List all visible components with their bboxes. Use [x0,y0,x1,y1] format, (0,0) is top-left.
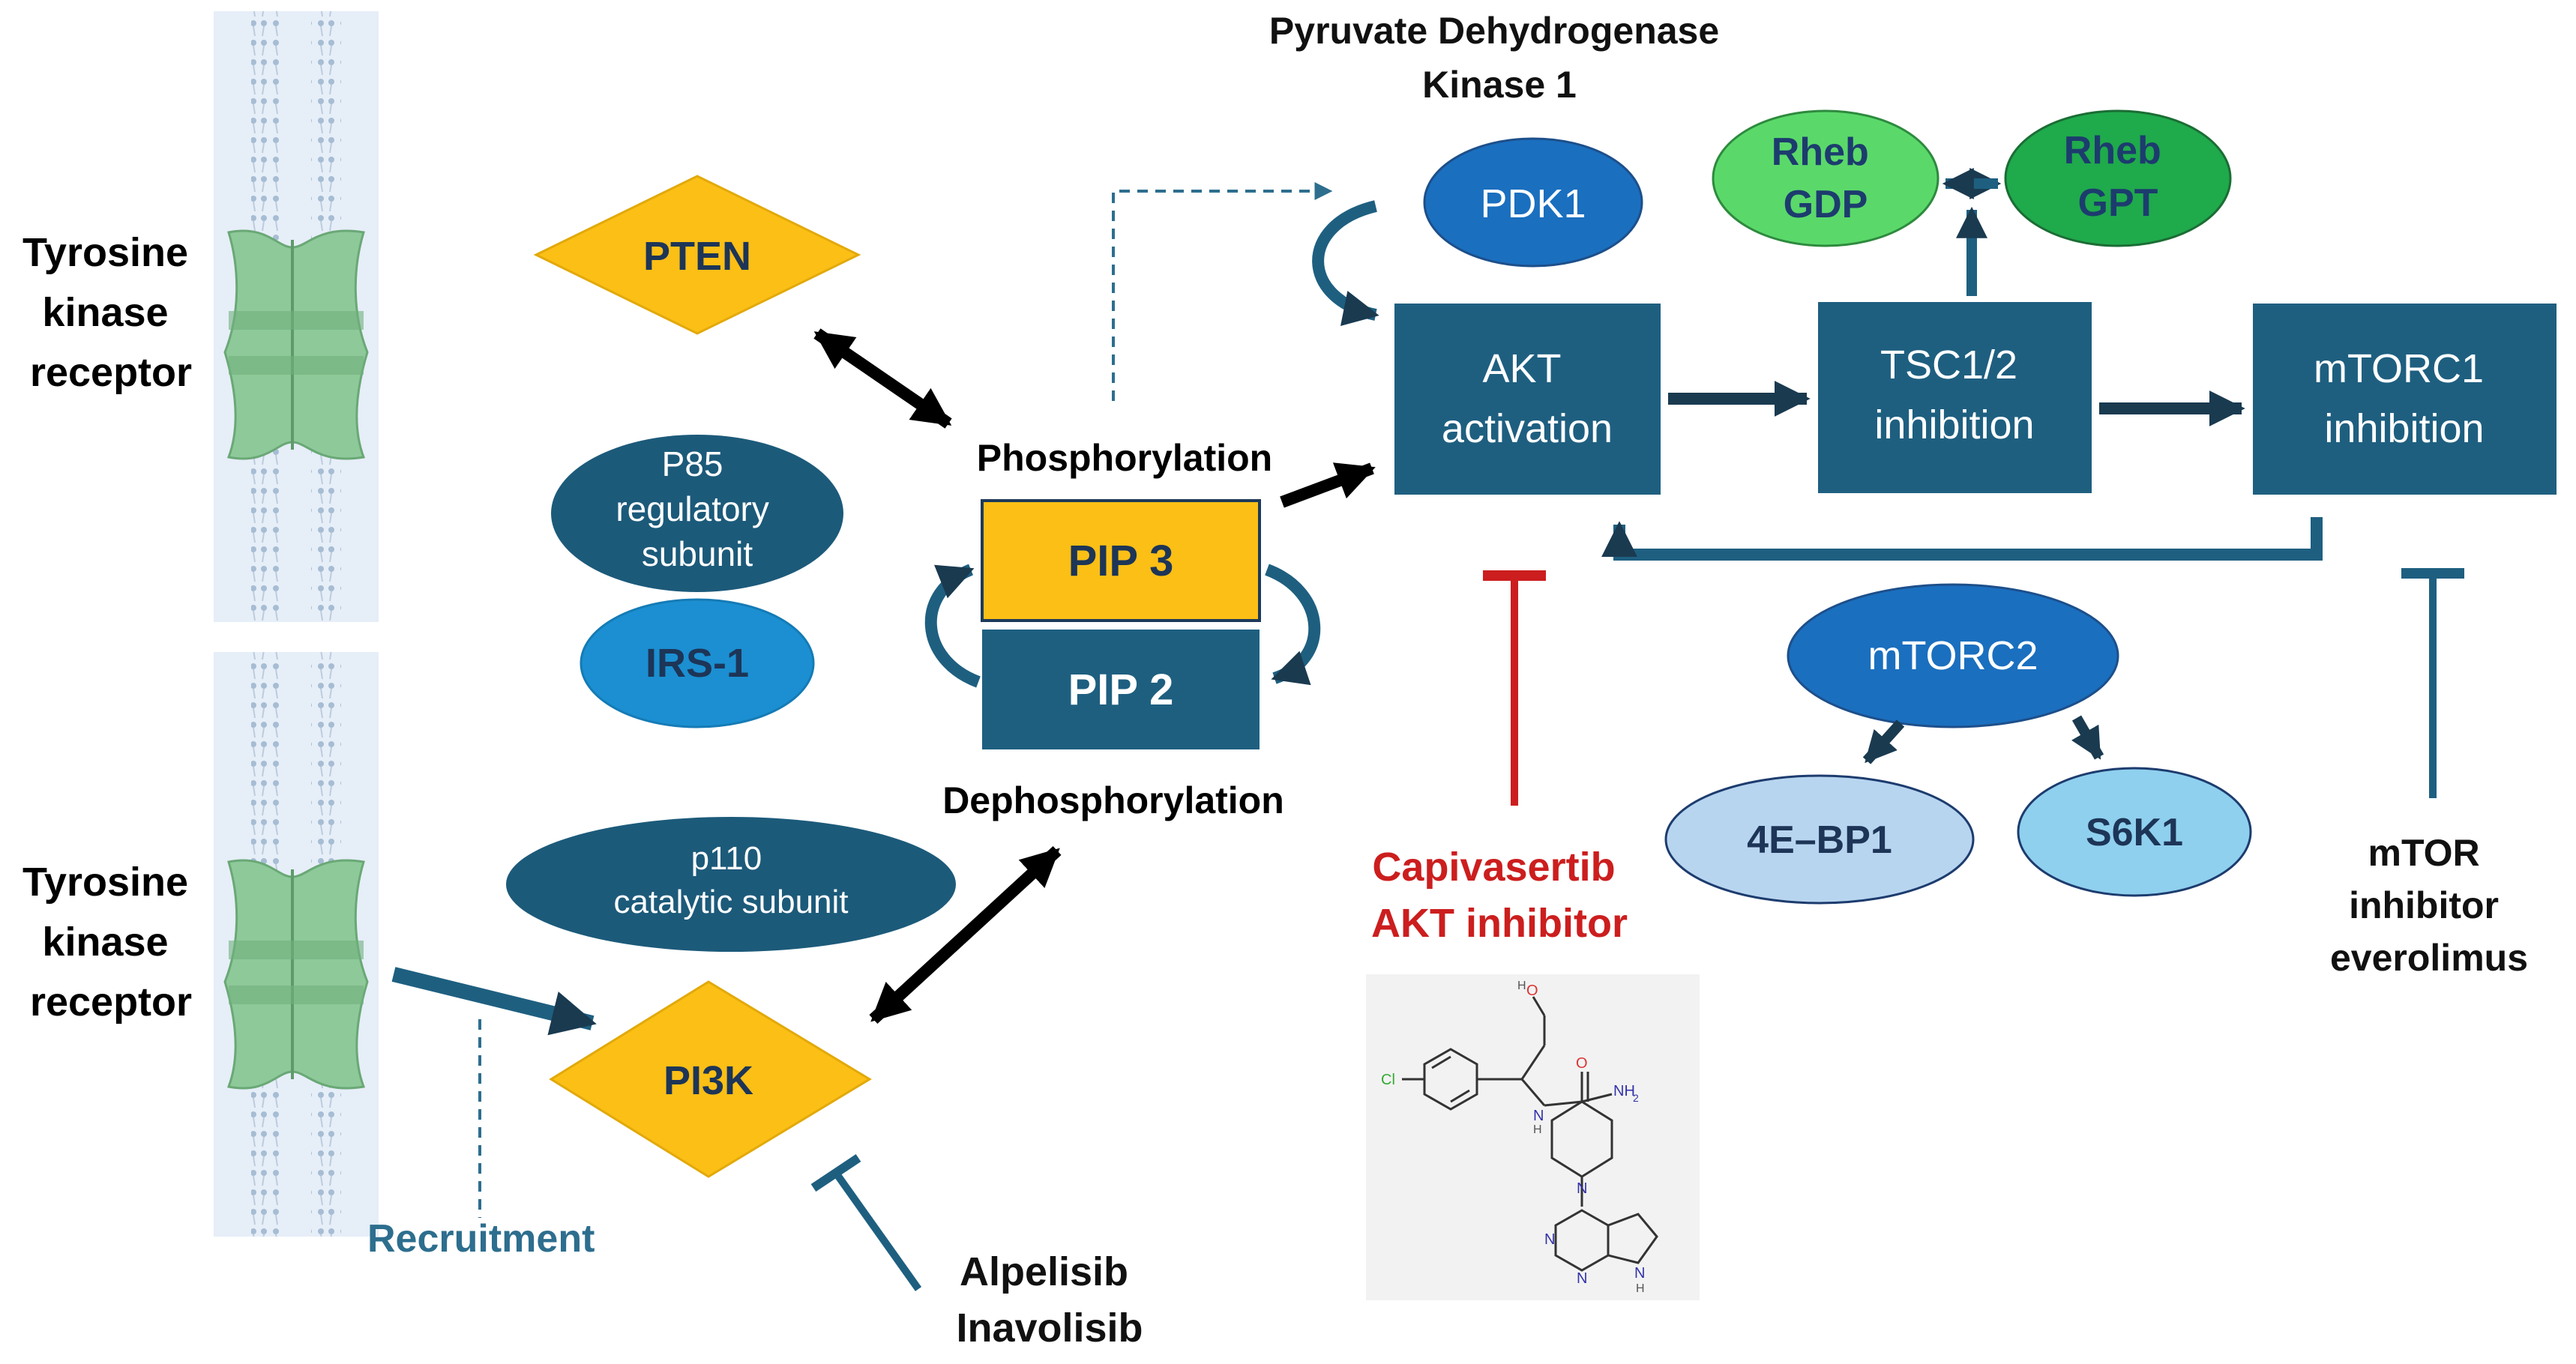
pip3-label: PIP 3 [1068,537,1174,585]
rheb-gdp-ellipse [1712,109,1939,247]
svg-text:O: O [1576,1055,1588,1072]
pi3k-label: PI3K [663,1058,753,1103]
svg-text:H: H [1517,980,1526,992]
receptor-to-pi3k-arrow [391,967,597,1036]
everolimus-label: mTOR inhibitor everolimus [2330,832,2528,979]
pten-phosphorylation-arrow-back [813,328,952,429]
p110-label: p110 catalytic subunit [613,840,848,920]
tsc-inhibition-box [1818,302,2092,493]
akt-activation-label: AKT activation [1442,346,1613,451]
capivasertib-molecule-structure: O H Cl N H O NH 2 N N N N H [1366,974,1700,1300]
phosphorylation-label: Phosphorylation [977,437,1272,479]
pip-cycle-right-arrow [1264,564,1321,686]
pi3k-dephosphorylation-arrow-back [869,846,1062,1024]
pdk1-to-akt-curved-arrow [1312,200,1379,327]
mtorc2-label: mTORC2 [1868,633,2038,678]
4ebp1-ellipse [1664,774,1975,905]
svg-text:Cl: Cl [1381,1072,1395,1088]
pip2-label: PIP 2 [1068,666,1174,714]
svg-text:2: 2 [1633,1092,1639,1104]
alpelisib-label: Alpelisib Inavolisib [956,1249,1143,1351]
svg-text:H: H [1636,1282,1645,1295]
pdk1-ellipse [1423,137,1643,268]
pten-label: PTEN [643,234,751,279]
svg-text:N: N [1577,1270,1587,1287]
rheb-gpt-ellipse [2004,109,2232,247]
svg-text:N: N [1544,1231,1555,1248]
pip-cycle-left-arrow [924,564,981,688]
irs1-ellipse [580,598,815,728]
rheb-gdp-label: Rheb GDP [1772,130,1880,226]
mtorc2-to-s6k1-arrow [2071,715,2104,760]
svg-text:NH: NH [1613,1083,1635,1099]
mtorc1-inhibition-box [2253,304,2557,495]
irs1-label: IRS-1 [645,641,749,686]
svg-text:N: N [1533,1108,1544,1124]
capivasertib-label: Capivasertib AKT inhibitor [1371,845,1628,946]
alpelisib-inhibit-line [832,1171,922,1291]
svg-text:N: N [1577,1180,1587,1197]
dephosphorylation-label: Dephosphorylation [942,779,1284,821]
mtorc2-to-4ebp1-arrow [1862,719,1905,764]
p85-ellipse [551,435,843,592]
svg-text:N: N [1634,1265,1645,1282]
tsc-inhibition-label: TSC1/2 inhibition [1874,342,2034,447]
tkr-bottom-label: Tyrosine kinase receptor [22,860,199,1024]
s6k1-ellipse [2017,767,2252,897]
mtorc2-ellipse [1787,583,2119,728]
receptor-bottom-icon [223,859,369,1090]
pip3-box [981,499,1261,622]
pip2-box [982,630,1260,749]
pip3-to-akt-arrow [1280,462,1376,508]
pdk1-label: PDK1 [1480,181,1586,226]
p85-label: P85 regulatory subunit [616,444,778,573]
p110-ellipse [506,817,956,952]
pten-diamond [533,175,861,335]
recruitment-label: Recruitment [367,1217,595,1261]
mtorc1-inhibition-label: mTORC1 inhibition [2314,346,2495,451]
4ebp1-label: 4E–BP1 [1747,818,1892,862]
svg-text:O: O [1526,983,1538,999]
alpelisib-inhibit-bar [810,1154,861,1192]
receptor-top-icon [223,229,369,460]
tkr-top-label: Tyrosine kinase receptor [22,230,199,395]
rheb-gpt-label: Rheb GPT [2064,129,2172,225]
svg-text:H: H [1533,1123,1542,1136]
mtorc1-feedback-arrow [1601,517,2323,561]
pdk-title-label: Pyruvate Dehydrogenase Kinase 1 [1269,10,1730,106]
akt-activation-box [1394,304,1661,495]
phosphorylation-to-pdk1-dashed-arrow [1112,182,1333,401]
pi3k-diamond [549,980,872,1178]
s6k1-label: S6K1 [2086,811,2183,854]
